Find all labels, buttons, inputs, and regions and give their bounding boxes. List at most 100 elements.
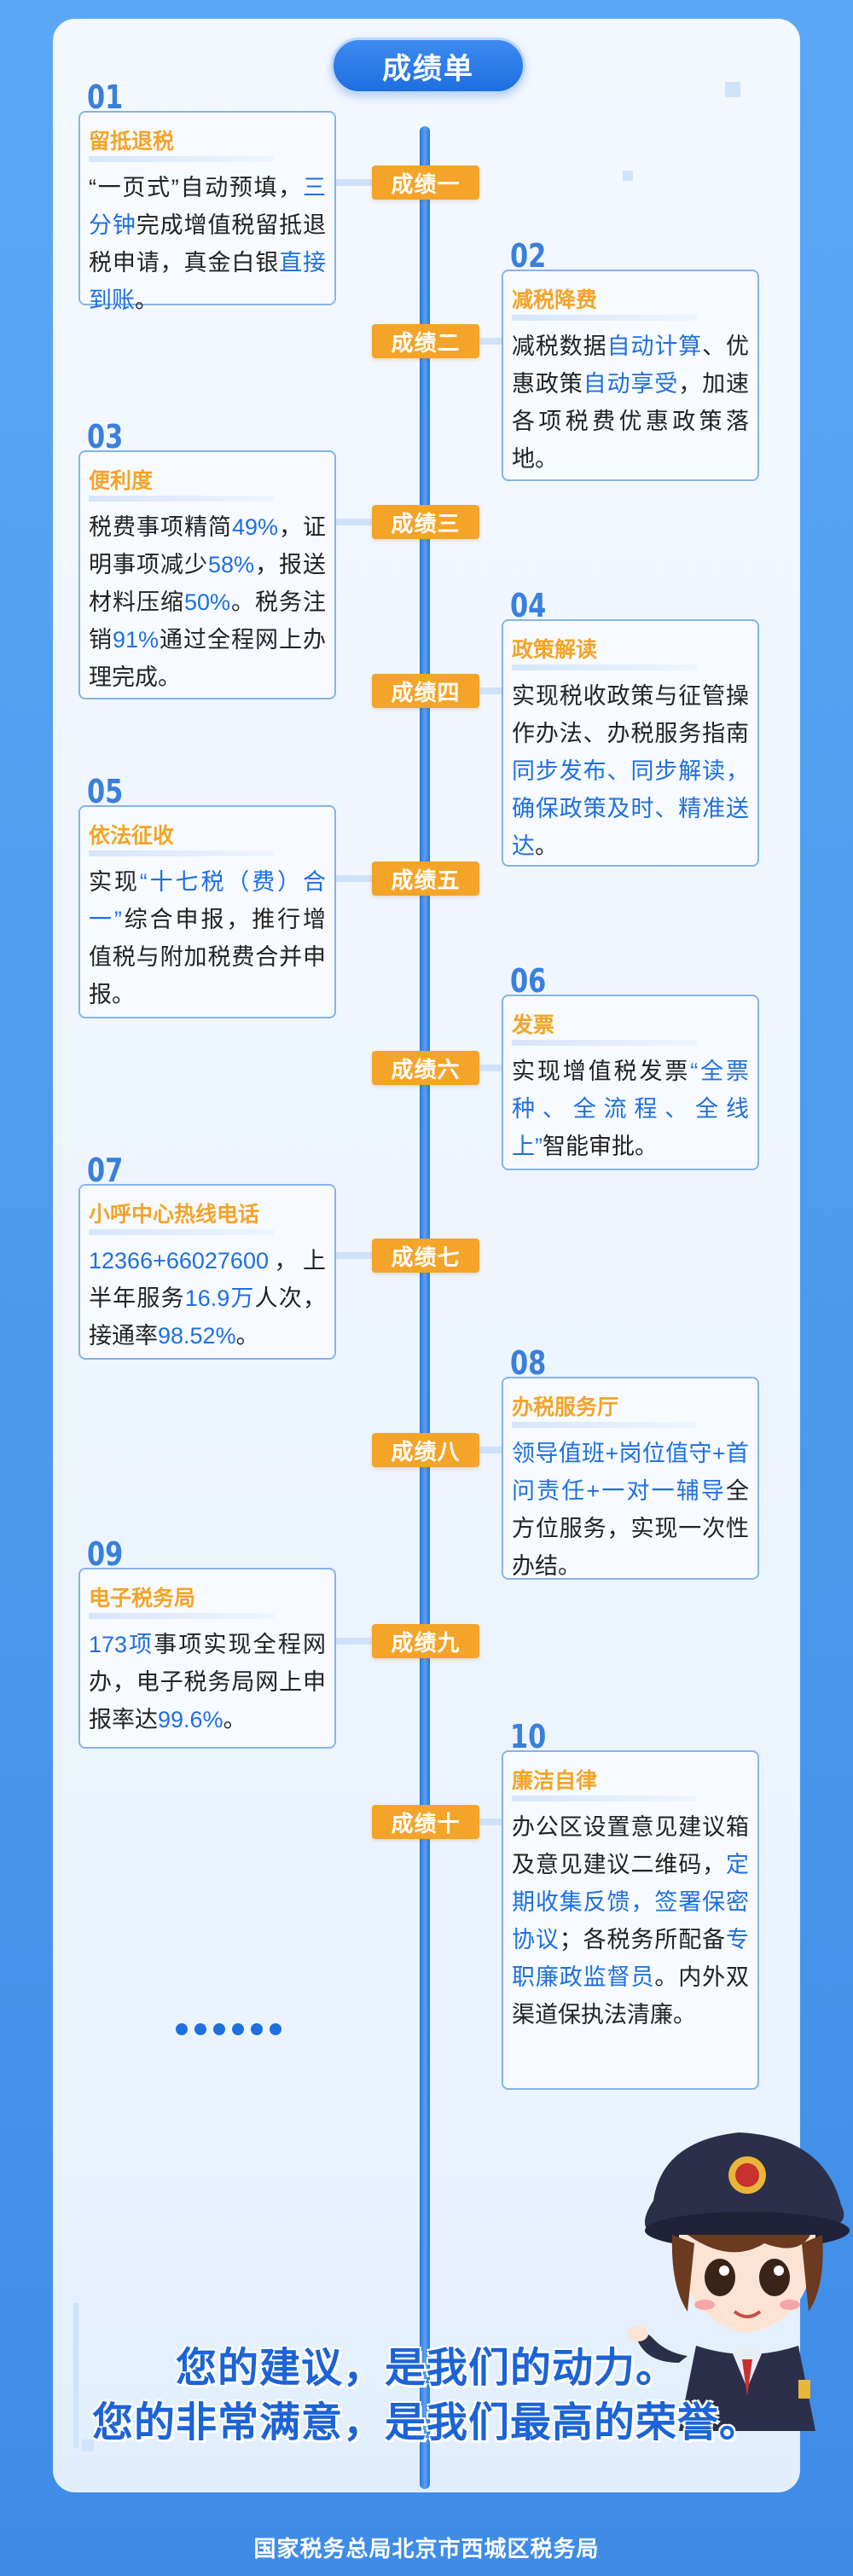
body-text: 。 — [535, 833, 558, 859]
connector — [336, 1638, 372, 1645]
highlight-text: 领导值班+岗位值守+首问责任+一对一辅导 — [512, 1441, 749, 1504]
item-number: 10 — [510, 1718, 547, 1755]
card-text: 173项事项实现全程网办，电子税务局网上申报率达99.6%。 — [89, 1626, 326, 1738]
item-number: 02 — [510, 237, 547, 275]
tax-officer-mascot-icon — [628, 2132, 850, 2431]
achievement-badge: 成绩八 — [372, 1433, 479, 1467]
body-text: ，上半年服务 — [89, 1248, 326, 1311]
highlight-text: 98.52% — [158, 1323, 236, 1349]
highlight-text: 58% — [207, 552, 255, 577]
page-title: 成绩单 — [331, 38, 525, 94]
highlight-text: 173项 — [89, 1632, 154, 1657]
achievement-badge: 成绩五 — [372, 862, 479, 896]
achievement-badge: 成绩十 — [372, 1805, 479, 1839]
decor-square — [623, 171, 633, 181]
achievement-badge: 成绩九 — [372, 1624, 479, 1658]
body-text: 、优惠政策 — [512, 334, 750, 397]
achievement-badge: 成绩一 — [372, 165, 479, 200]
highlight-text: 16.9万 — [184, 1285, 255, 1311]
highlight-text: 自动享受 — [583, 371, 679, 397]
item-number: 04 — [510, 587, 547, 624]
card-title: 依法征收 — [89, 819, 326, 858]
body-text: 。内外双渠道保执法清廉。 — [512, 1964, 750, 2028]
connector — [479, 1819, 502, 1825]
body-text: 完成增值税留抵退税申请，真金白银 — [89, 212, 327, 276]
body-text: ，报送材料压缩 — [89, 552, 327, 615]
connector — [479, 1447, 502, 1453]
connector — [336, 519, 372, 525]
highlight-text: 12366+66027600 — [89, 1248, 269, 1273]
card-title: 留抵退税 — [89, 125, 326, 164]
item-number: 09 — [87, 1535, 124, 1573]
highlight-text: 91% — [113, 627, 160, 653]
more-dots — [176, 2023, 281, 2035]
body-text: 人次，接通率 — [89, 1285, 326, 1349]
card-text: 税费事项精简49%，证明事项减少58%，报送材料压缩50%。税务注销91%通过全… — [89, 508, 326, 696]
card-text: 办公区设置意见建议箱及意见建议二维码，定期收集反馈，签署保密协议；各税务所配备专… — [512, 1808, 749, 2034]
body-text: 。 — [235, 1323, 259, 1349]
body-text: 实现增值税发票 — [512, 1059, 691, 1084]
highlight-text: “十七税（费）合一” — [89, 869, 326, 932]
body-text: 智能审批。 — [543, 1134, 658, 1159]
achievement-card: 减税降费减税数据自动计算、优惠政策自动享受，加速各项税费优惠政策落地。 — [502, 270, 759, 481]
body-text: ；各税务所配备 — [559, 1927, 727, 1952]
body-text: 实现税收政策与征管操作办法、办税服务指南 — [512, 683, 749, 746]
body-text: 办公区设置意见建议箱及意见建议二维码， — [512, 1814, 749, 1877]
card-text: 12366+66027600，上半年服务16.9万人次，接通率98.52%。 — [89, 1242, 326, 1355]
slogan-line-2: 您的非常满意，是我们最高的荣誉。 — [91, 2400, 761, 2445]
highlight-text: “全票种、全流程、全线上” — [512, 1059, 750, 1159]
highlight-text: 49% — [231, 514, 279, 540]
card-text: 实现“十七税（费）合一”综合申报，推行增值税与附加税费合并申报。 — [89, 863, 326, 1013]
card-title: 廉洁自律 — [512, 1764, 749, 1803]
card-title: 便利度 — [89, 464, 326, 503]
decor-bar — [73, 2303, 78, 2448]
body-text: 。税务注销 — [89, 589, 327, 653]
achievement-card: 依法征收实现“十七税（费）合一”综合申报，推行增值税与附加税费合并申报。 — [78, 805, 336, 1018]
highlight-text: 专职廉政监督员 — [512, 1927, 750, 1990]
body-text: ，加速各项税费优惠政策落地。 — [512, 371, 750, 472]
achievement-card: 政策解读实现税收政策与征管操作办法、办税服务指南同步发布、同步解读，确保政策及时… — [502, 619, 759, 867]
decor-square — [82, 2440, 94, 2451]
achievement-badge: 成绩六 — [372, 1051, 479, 1085]
card-title: 减税降费 — [512, 283, 749, 322]
footer-org-name: 国家税务总局北京市西城区税务局 — [253, 2536, 600, 2561]
connector — [479, 1065, 502, 1071]
card-title: 办税服务厅 — [512, 1390, 749, 1430]
achievement-card: 廉洁自律办公区设置意见建议箱及意见建议二维码，定期收集反馈，签署保密协议；各税务… — [502, 1750, 759, 2090]
connector — [336, 179, 372, 186]
connector — [479, 338, 502, 345]
item-number: 08 — [510, 1344, 547, 1382]
achievement-card: 便利度税费事项精简49%，证明事项减少58%，报送材料压缩50%。税务注销91%… — [78, 450, 336, 699]
body-text: 全方位服务，实现一次性办结。 — [512, 1478, 749, 1579]
body-text: 实现 — [89, 869, 140, 895]
card-title: 小呼中心热线电话 — [89, 1198, 326, 1237]
achievement-badge: 成绩七 — [372, 1239, 479, 1273]
highlight-text: 三分钟 — [89, 175, 326, 238]
body-text: 综合申报，推行增值税与附加税费合并申报。 — [89, 907, 327, 1007]
connector — [479, 688, 502, 694]
card-title: 政策解读 — [512, 633, 749, 672]
item-number: 07 — [87, 1152, 124, 1189]
body-text: 事项实现全程网办，电子税务局网上申报率达 — [89, 1632, 326, 1732]
connector — [336, 1252, 372, 1259]
achievement-badge: 成绩二 — [372, 324, 479, 358]
highlight-text: 自动计算 — [606, 334, 703, 359]
item-number: 01 — [87, 78, 124, 116]
achievement-card: 办税服务厅领导值班+岗位值守+首问责任+一对一辅导全方位服务，实现一次性办结。 — [502, 1377, 759, 1580]
body-text: 。 — [223, 1707, 247, 1732]
achievement-card: 发票实现增值税发票“全票种、全流程、全线上”智能审批。 — [502, 995, 759, 1170]
achievement-card: 小呼中心热线电话 12366+66027600，上半年服务16.9万人次，接通率9… — [78, 1184, 336, 1360]
achievement-badge: 成绩三 — [372, 505, 479, 539]
item-number: 05 — [87, 773, 124, 810]
card-title: 电子税务局 — [89, 1581, 326, 1621]
achievement-badge: 成绩四 — [372, 674, 479, 708]
connector — [336, 875, 372, 882]
highlight-text: 直接到账 — [89, 250, 327, 313]
highlight-text: 50% — [183, 589, 231, 615]
card-text: 领导值班+岗位值守+首问责任+一对一辅导全方位服务，实现一次性办结。 — [512, 1435, 749, 1585]
highlight-text: 定期收集反馈，签署保密协议 — [512, 1852, 749, 1952]
achievement-card: 电子税务局 173项事项实现全程网办，电子税务局网上申报率达99.6%。 — [78, 1568, 336, 1749]
decor-square — [725, 82, 740, 97]
achievement-card: 留抵退税“一页式”自动预填，三分钟完成增值税留抵退税申请，真金白银直接到账。 — [78, 111, 336, 313]
body-text: 减税数据 — [512, 334, 607, 359]
